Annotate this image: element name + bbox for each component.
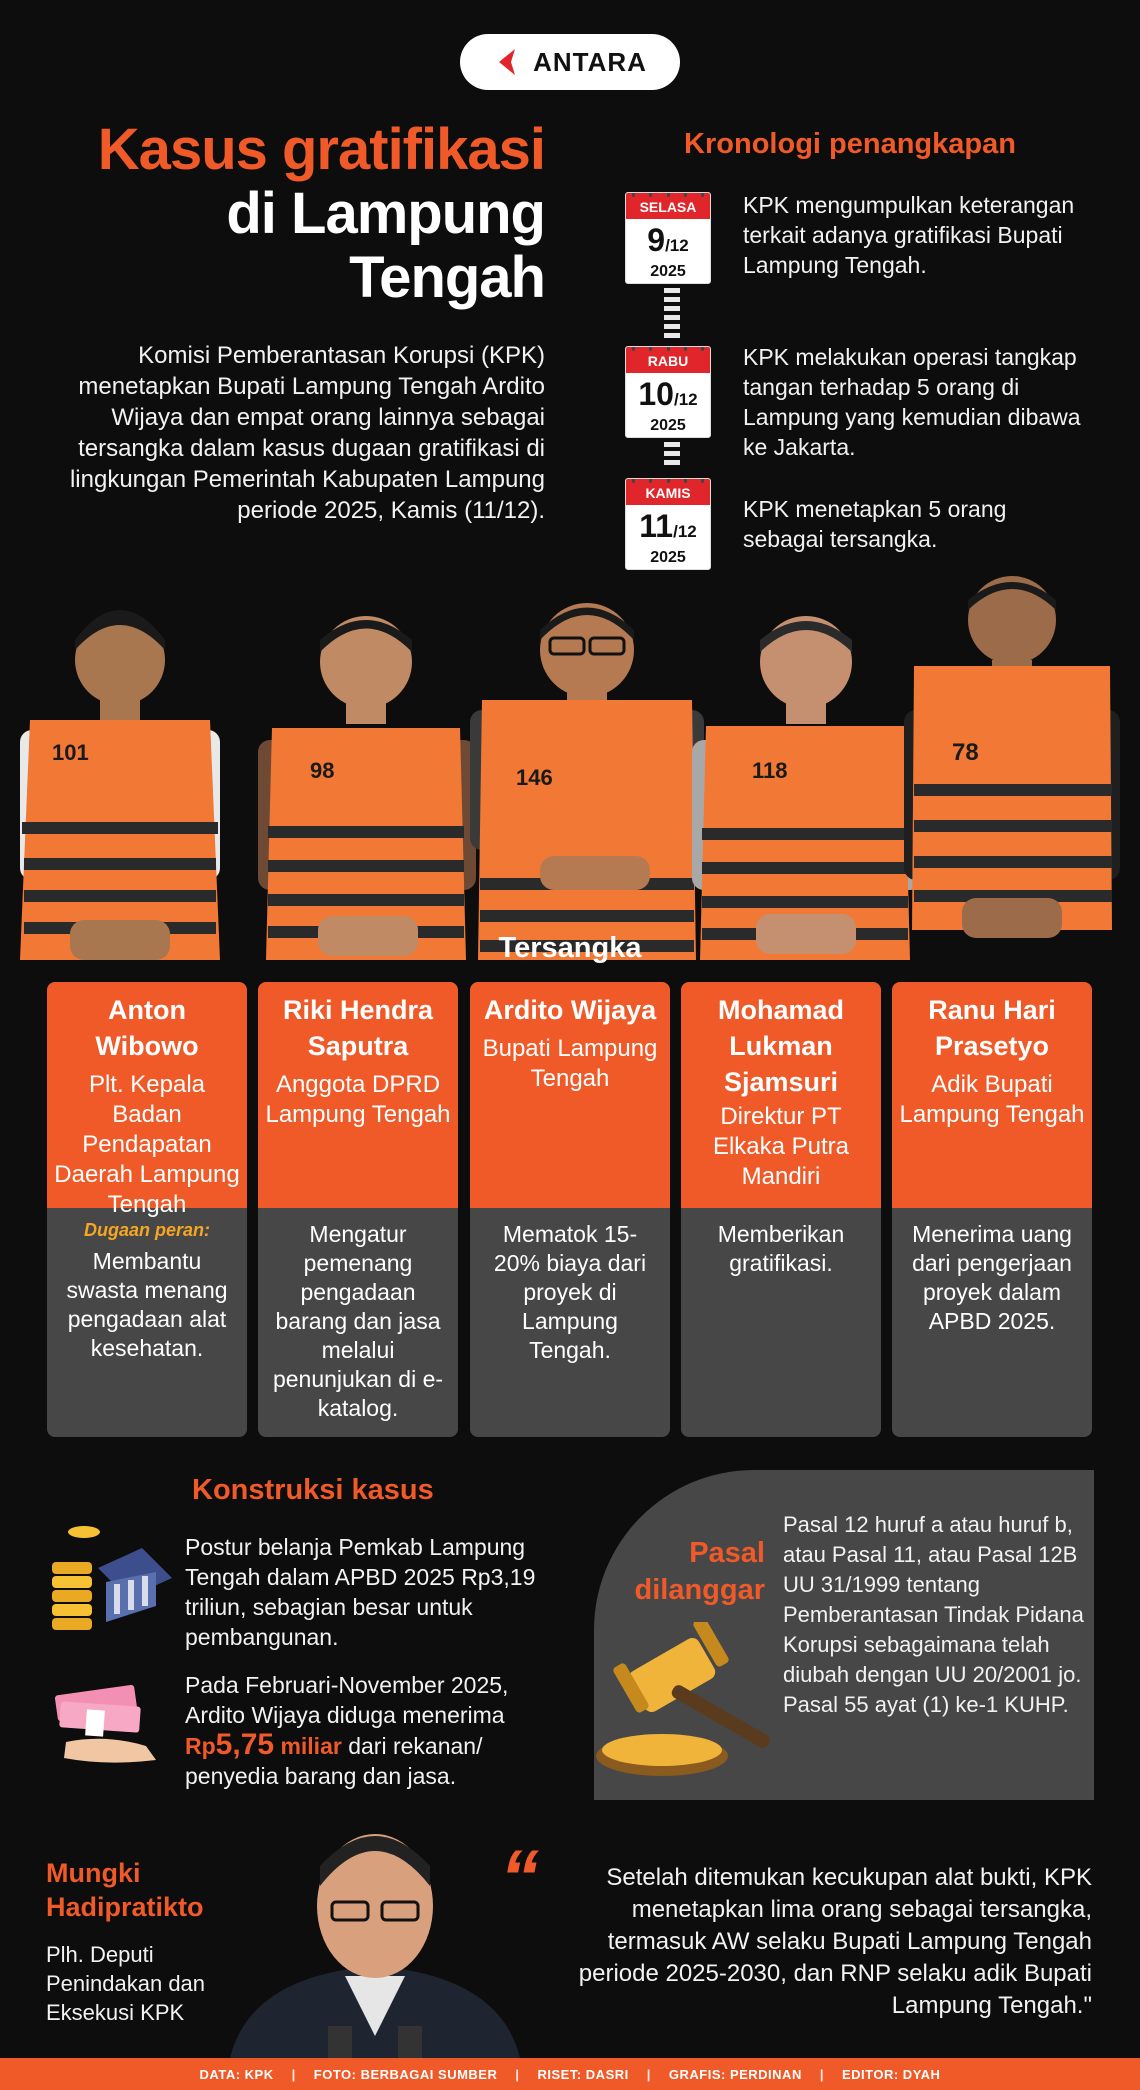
cal-day-label: SELASA (639, 199, 697, 215)
suspect-role: Adik Bupati Lampung Tengah (899, 1071, 1085, 1128)
separator: | (819, 2066, 824, 2082)
credit-riset: RISET: DASRI (537, 2066, 629, 2082)
title-line-3: Tengah (349, 245, 546, 310)
kronologi-event-text: KPK mengumpulkan keterangan terkait adan… (743, 192, 1075, 278)
quote-text: Setelah ditemukan kecukupan alat bukti, … (578, 1864, 1092, 2019)
antara-logo-icon (499, 49, 516, 75)
credit-grafis: GRAFIS: PERDINAN (668, 2066, 802, 2082)
page-title: Kasus gratifikasi di Lampung Tengah (40, 117, 546, 310)
suspect-card: Riki Hendra Saputra Anggota DPRD Lampung… (258, 982, 458, 1437)
suspect-card: Ranu Hari Prasetyo Adik Bupati Lampung T… (892, 982, 1092, 1437)
suspect-figure-3 (470, 603, 704, 960)
logo-text: ANTARA (533, 46, 647, 77)
suspect-name: Riki Hendra Saputra (282, 995, 434, 1061)
cal-year: 2025 (650, 549, 686, 566)
calendar-icon: SELASA 9/12 2025 (625, 192, 711, 284)
cal-month: /12 (665, 236, 689, 255)
kronologi-title: Kronologi penangkapan (684, 128, 1016, 160)
kronologi-event-text: KPK menetapkan 5 orang sebagai tersangka… (743, 496, 1007, 552)
vest-number: 78 (952, 739, 979, 766)
cal-date: 10 (638, 376, 674, 412)
pasal-text: Pasal 12 huruf a atau huruf b, atau Pasa… (783, 1512, 1084, 1717)
credits-footer: DATA: KPK | FOTO: BERBAGAI SUMBER | RISE… (0, 2058, 1140, 2090)
suspect-role: Direktur PT Elkaka Putra Mandiri (712, 1103, 850, 1190)
suspect-figure-5 (904, 576, 1120, 938)
suspect-name: Ardito Wijaya (483, 995, 657, 1025)
title-line-1: Kasus gratifikasi (97, 117, 546, 182)
tersangka-label: Tersangka (498, 932, 642, 964)
suspect-desc: Mengatur pemenang pengadaan barang dan j… (272, 1221, 444, 1421)
coins-bank-icon (52, 1526, 172, 1630)
suspect-card: Mohamad Lukman Sjamsuri Direktur PT Elka… (681, 982, 881, 1437)
pasal-title-line-1: Pasal (689, 1537, 765, 1569)
konstruksi-item-2-pre: Pada Februari-November 2025, Ardito Wija… (185, 1672, 509, 1728)
cal-date: 9 (647, 222, 666, 258)
cal-month: /12 (673, 522, 697, 541)
cal-day-label: KAMIS (645, 485, 691, 501)
suspect-role: Anggota DPRD Lampung Tengah (265, 1071, 451, 1128)
calendar-icon: RABU 10/12 2025 (625, 346, 711, 438)
suspect-card: Ardito Wijaya Bupati Lampung Tengah Mema… (470, 982, 670, 1437)
cal-date: 11 (639, 508, 674, 544)
vest-number: 118 (752, 758, 788, 783)
suspect-name: Ranu Hari Prasetyo (928, 995, 1056, 1061)
amount-highlight: Rp5,75 miliar (185, 1728, 342, 1761)
konstruksi-item-2: Pada Februari-November 2025, Ardito Wija… (185, 1670, 555, 1791)
speaker-photo (230, 1834, 520, 2058)
title-line-2: di Lampung (226, 181, 546, 246)
suspect-name: Mohamad Lukman Sjamsuri (717, 995, 844, 1097)
pasal-title-line-2: dilanggar (634, 1574, 765, 1606)
suspect-figure-1 (20, 610, 220, 960)
gavel-icon (596, 1622, 770, 1776)
vest-number: 146 (516, 765, 553, 790)
cal-year: 2025 (650, 263, 686, 280)
separator: | (515, 2066, 520, 2082)
konstruksi-title: Konstruksi kasus (192, 1474, 434, 1506)
money-hand-icon (54, 1684, 156, 1763)
separator: | (291, 2066, 296, 2082)
separator: | (646, 2066, 651, 2082)
suspect-figure-4 (692, 616, 922, 960)
konstruksi-item-2-post: dari rekanan/ penyedia barang dan jasa. (185, 1733, 483, 1789)
credit-editor: EDITOR: DYAH (841, 2066, 941, 2082)
suspect-role: Plt. Kepala Badan Pendapatan Daerah Lamp… (54, 1071, 240, 1218)
suspects-photo: 101 98 146 118 78 (20, 576, 1120, 960)
calendar-icon: KAMIS 11/12 2025 (625, 478, 711, 570)
vest-number: 101 (52, 740, 89, 765)
credit-foto: FOTO: BERBAGAI SUMBER (313, 2066, 498, 2082)
suspect-desc: Memberikan gratifikasi. (717, 1221, 845, 1276)
cal-month: /12 (673, 390, 698, 409)
vest-number: 98 (310, 758, 334, 783)
intro-paragraph: Komisi Pemberantasan Korupsi (KPK) menet… (69, 342, 545, 524)
suspect-name: Anton Wibowo (95, 995, 199, 1061)
suspect-figure-2 (258, 616, 476, 960)
kronologi-event-text: KPK melakukan operasi tangkap tangan ter… (743, 344, 1081, 460)
dugaan-peran-label: Dugaan peran: (83, 1220, 211, 1240)
speaker-role: Plh. Deputi Penindakan dan Eksekusi KPK (46, 1942, 206, 2025)
credit-data: DATA: KPK (199, 2066, 274, 2082)
suspect-desc: Menerima uang dari pengerjaan proyek dal… (912, 1221, 1072, 1334)
suspect-desc: Membantu swasta menang pengadaan alat ke… (66, 1248, 228, 1361)
suspect-role: Bupati Lampung Tengah (482, 1035, 658, 1092)
konstruksi-item-1: Postur belanja Pemkab Lampung Tengah dal… (185, 1534, 536, 1650)
suspect-desc: Mematok 15-20% biaya dari proyek di Lamp… (493, 1221, 647, 1363)
timeline-connector (664, 288, 680, 342)
suspect-card: Anton Wibowo Plt. Kepala Badan Pendapata… (47, 982, 247, 1437)
cal-day-label: RABU (647, 353, 689, 369)
pasal-title: Pasal dilanggar (615, 1535, 765, 1609)
cal-year: 2025 (650, 417, 686, 434)
quote-mark: “ (500, 1833, 539, 1921)
timeline-connector (664, 442, 680, 469)
antara-logo: ANTARA (460, 34, 680, 90)
